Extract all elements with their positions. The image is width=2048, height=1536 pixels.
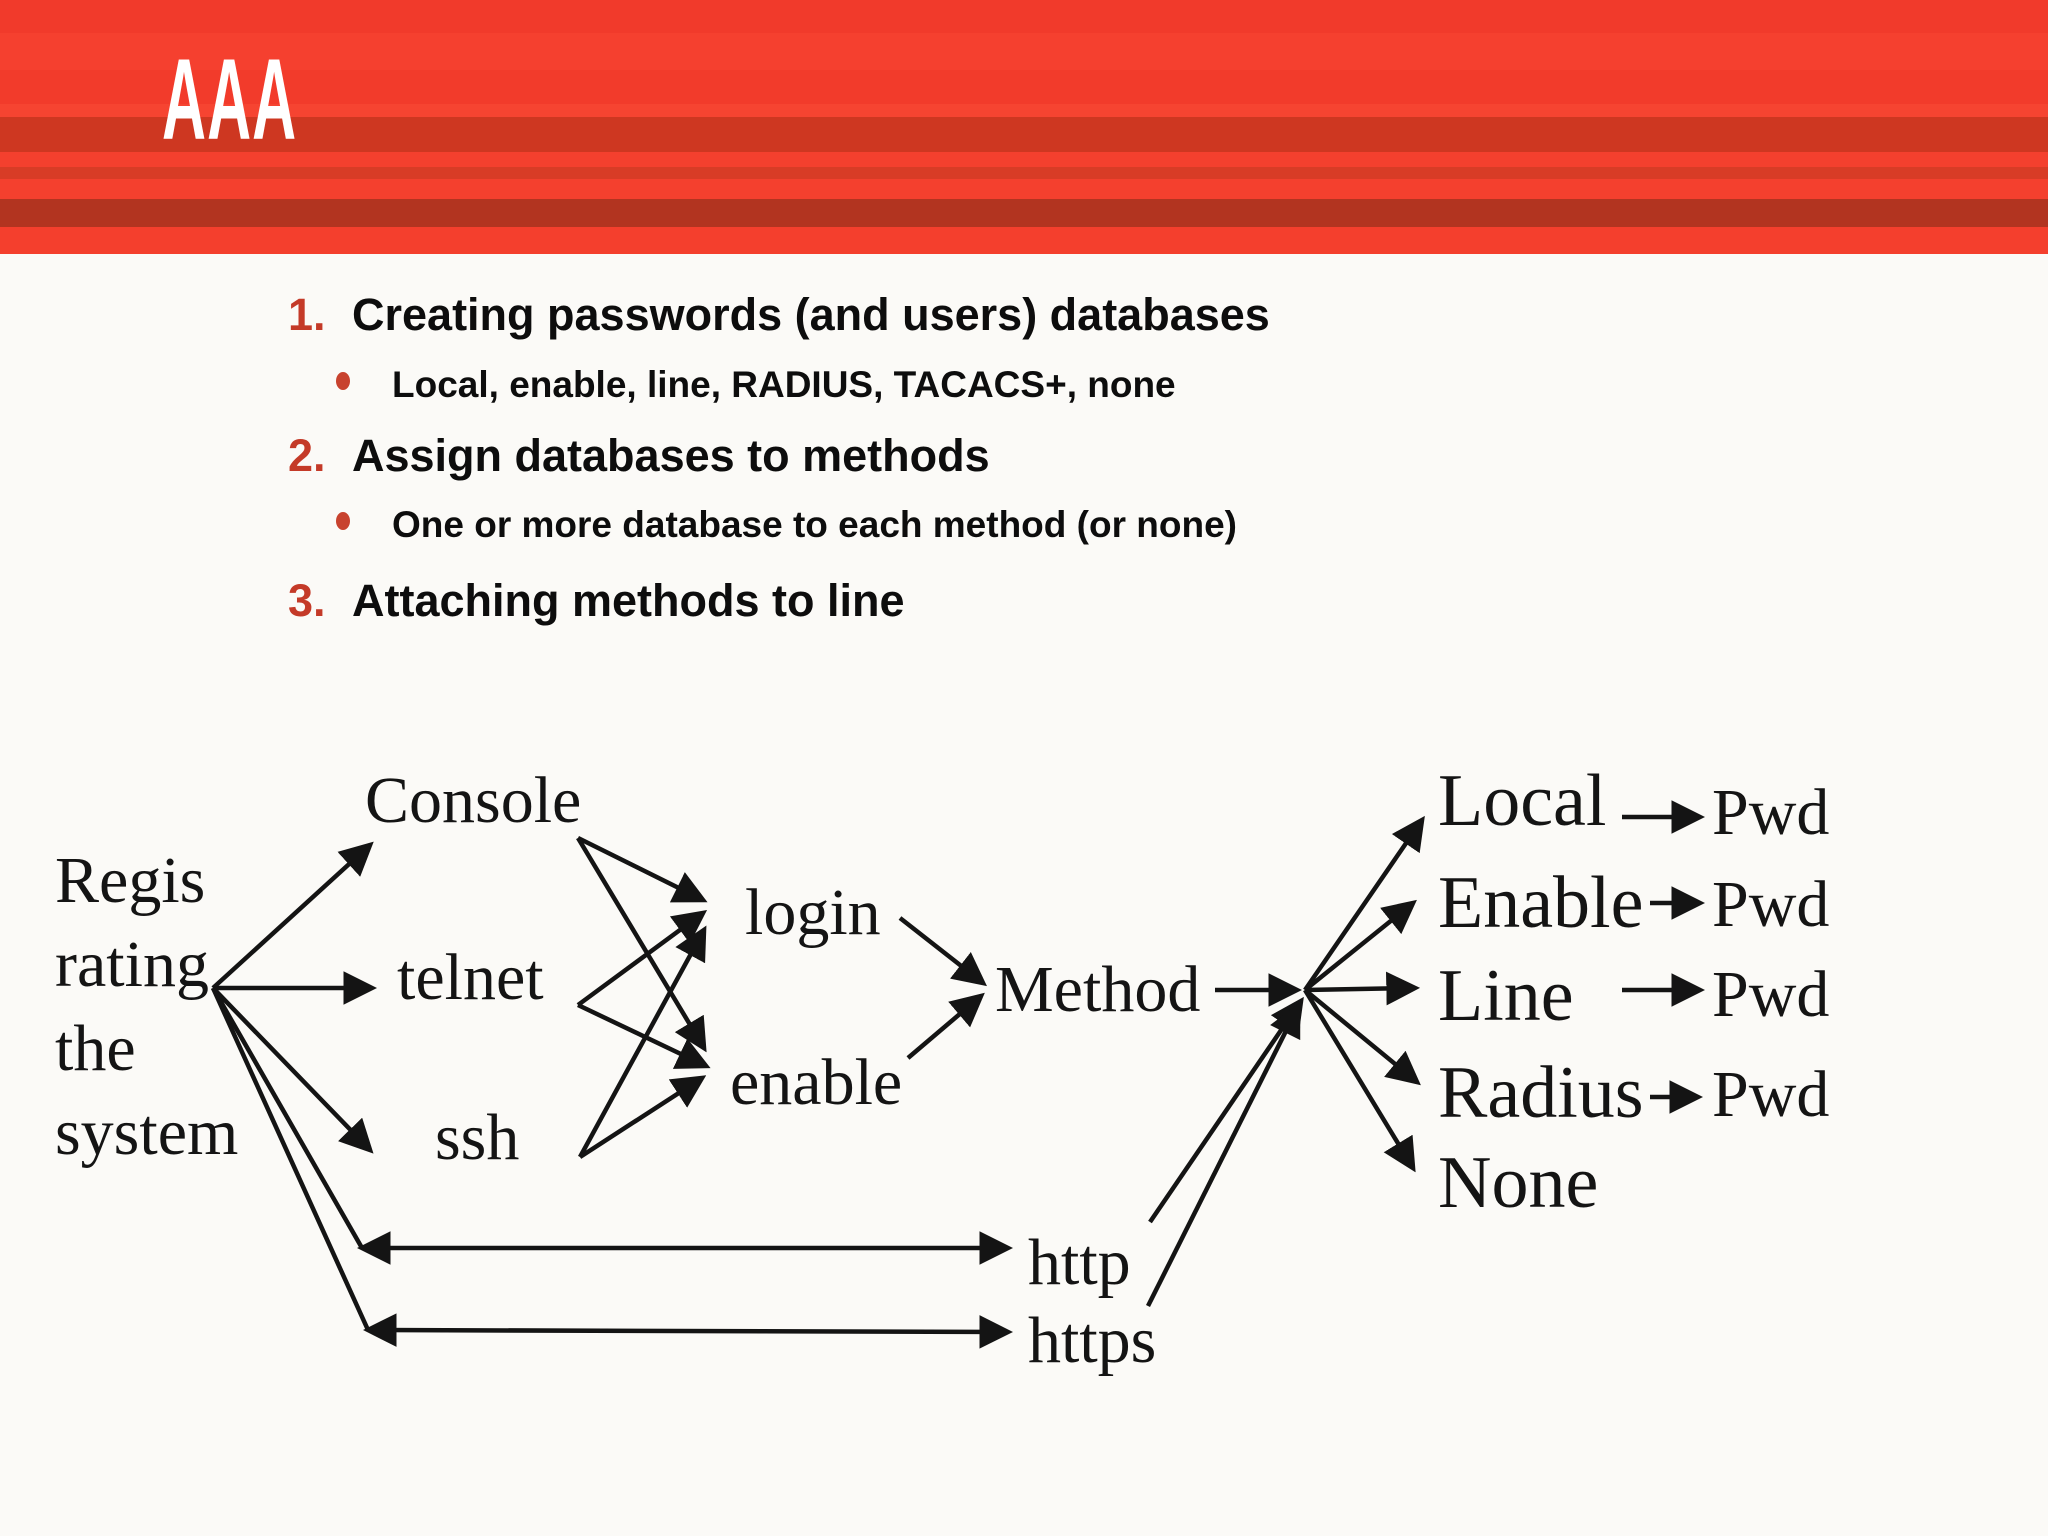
node-http: http [1028,1226,1131,1299]
arrow-fan-line [1304,971,1421,1006]
header-stripe [0,199,2048,227]
node-telnet: telnet [397,941,544,1014]
node-db-local: Local [1438,760,1607,842]
label-pwd-radius: Pwd [1712,1058,1830,1131]
node-registrating-system: Regis rating the system [55,839,238,1175]
header-stripe [0,117,2048,152]
list-heading-2: Assign databases to methods [352,430,990,481]
arrow-ssh-enable [578,1075,707,1159]
bullet-icon [336,512,350,530]
label-pwd-line: Pwd [1712,958,1830,1031]
line-hub-http-elbow [211,986,364,1250]
node-https: https [1028,1304,1157,1377]
node-db-radius: Radius [1438,1052,1644,1134]
node-method: Method [995,953,1201,1026]
header-stripe [0,152,2048,167]
list-number-2: 2. [288,430,326,481]
node-console: Console [365,764,582,837]
header-stripe [0,227,2048,254]
arrow-console-enable [576,836,707,1053]
line-hub-https-elbow [210,987,371,1331]
source-line: the [55,1012,136,1085]
arrow-elbow-https [362,1313,1014,1349]
list-heading-3: Attaching methods to line [352,575,905,626]
header-stripe [0,179,2048,199]
arrow-fan-radius [1303,988,1421,1086]
arrow-fan-none [1303,988,1416,1173]
node-db-none: None [1438,1142,1599,1224]
header-banner: AAA [0,0,2048,254]
list-heading-1: Creating passwords (and users) databases [352,289,1270,340]
source-line: Regis [55,844,206,917]
arrow-login-method [898,916,987,987]
arrow-http-fan [1148,996,1304,1224]
arrow-https-fan [1145,1002,1301,1308]
node-db-enable: Enable [1438,862,1644,944]
arrow-console-login [577,835,708,903]
list-subitem-1: Local, enable, line, RADIUS, TACACS+, no… [392,364,1176,405]
source-line: rating [55,928,209,1001]
list-number-1: 1. [288,289,326,340]
node-enable: enable [730,1046,903,1119]
arrow-hub-console [211,841,374,990]
bullet-icon [336,372,350,390]
source-line: system [55,1096,239,1169]
slide-title: AAA [162,36,298,164]
arrow-fan-local [1303,815,1425,992]
header-stripe [0,0,2048,33]
header-stripe [0,104,2048,117]
header-stripe [0,70,2048,104]
label-pwd-local: Pwd [1712,776,1830,849]
node-ssh: ssh [435,1101,520,1174]
list-subitem-2: One or more database to each method (or … [392,504,1237,545]
arrow-ssh-login [578,925,707,1159]
node-login: login [745,876,881,949]
header-stripe [0,167,2048,179]
arrow-hub-ssh [211,986,374,1154]
list-number-3: 3. [288,575,326,626]
arrow-fan-enable [1303,899,1417,992]
arrow-telnet-login [576,909,708,1007]
arrow-telnet-enable [577,1002,711,1069]
label-pwd-enable: Pwd [1712,868,1830,941]
arrow-enable-method [906,992,985,1060]
node-db-line: Line [1438,955,1574,1037]
header-stripe [0,33,2048,70]
